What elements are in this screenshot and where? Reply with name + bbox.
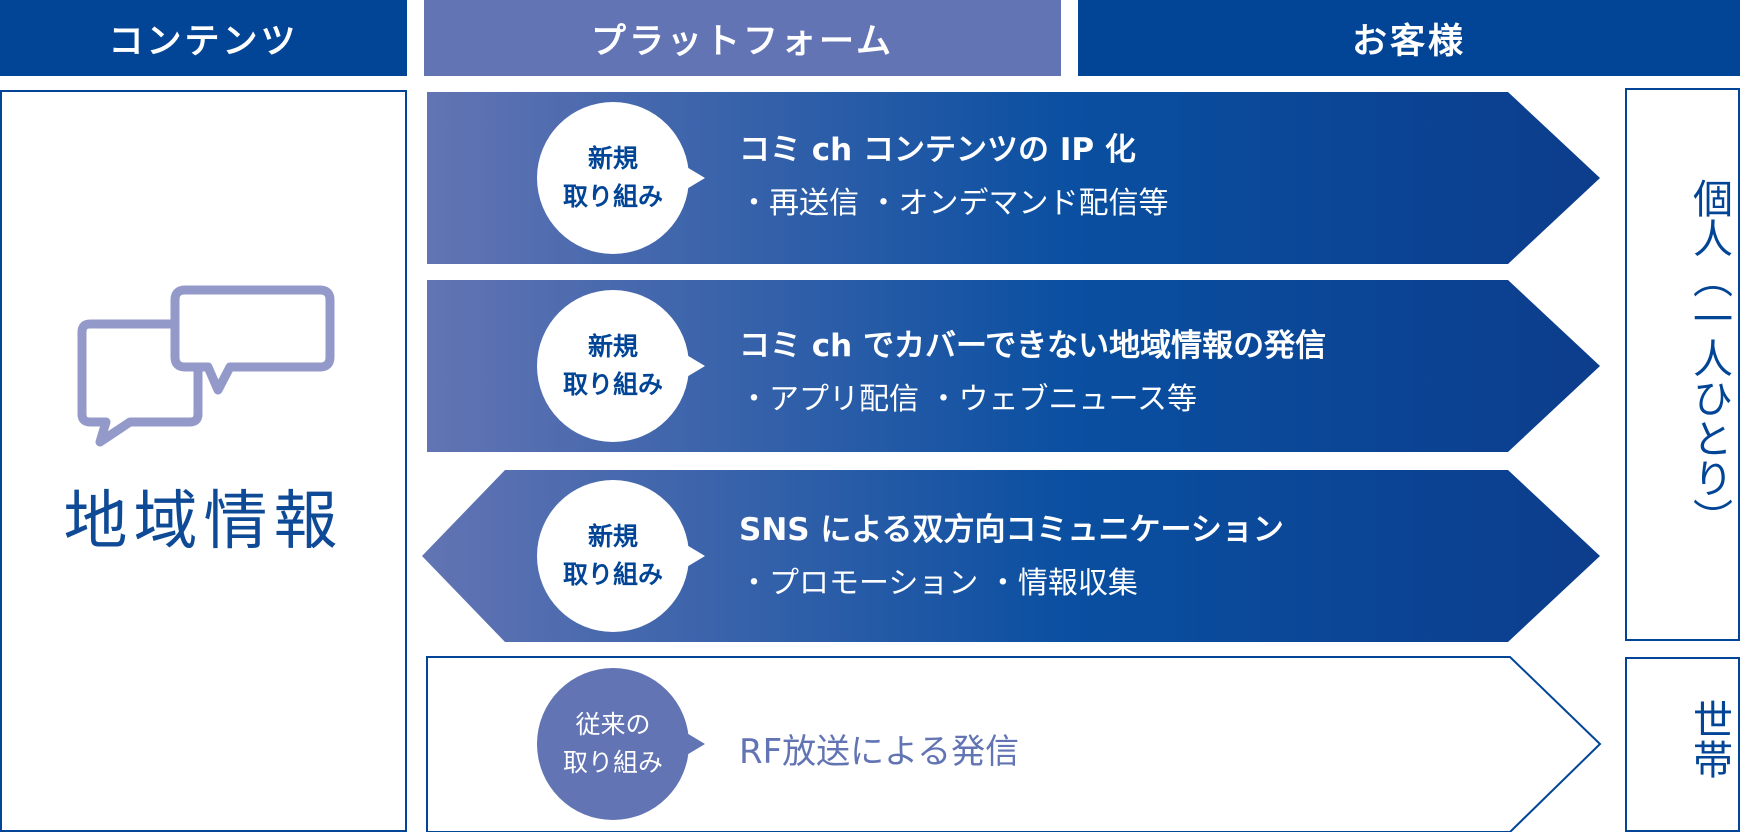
row-3-title: SNS による双方向コミュニケーション bbox=[739, 512, 1284, 548]
customer-individual-box: 個人（一人ひとり） bbox=[1625, 88, 1740, 641]
row-2-text: コミ ch でカバーできない地域情報の発信 ・アプリ配信 ・ウェブニュース等 bbox=[739, 326, 1326, 420]
badge-new-2: 新規取り組み bbox=[537, 290, 705, 442]
row-3-text: SNS による双方向コミュニケーション ・プロモーション ・情報収集 bbox=[739, 510, 1284, 604]
content-box bbox=[0, 90, 407, 832]
row-1-sub: ・再送信 ・オンデマンド配信等 bbox=[739, 186, 1169, 221]
row-3-sub: ・プロモーション ・情報収集 bbox=[739, 566, 1138, 601]
badge-new-3: 新規取り組み bbox=[537, 480, 705, 632]
badge-new-1: 新規取り組み bbox=[537, 102, 705, 254]
arrow-row-1 bbox=[427, 92, 1600, 264]
customer-individual-label: 個人（一人ひとり） bbox=[1686, 178, 1732, 538]
row-2-sub: ・アプリ配信 ・ウェブニュース等 bbox=[739, 382, 1198, 417]
header-platform: プラットフォーム bbox=[424, 0, 1061, 76]
speech-bubbles-icon bbox=[77, 285, 335, 447]
badge-traditional: 従来の取り組み bbox=[537, 668, 705, 820]
row-4-title: RF放送による発信 bbox=[739, 732, 1020, 772]
row-2-title: コミ ch でカバーできない地域情報の発信 bbox=[739, 328, 1327, 364]
arrow-row-2 bbox=[427, 280, 1600, 452]
customer-household-box: 世帯 bbox=[1625, 657, 1740, 832]
row-1-text: コミ ch コンテンツの IP 化 ・再送信 ・オンデマンド配信等 bbox=[739, 130, 1169, 224]
arrow-row-3 bbox=[422, 470, 1600, 642]
arrow-row-4 bbox=[426, 656, 1602, 832]
customer-household-label: 世帯 bbox=[1686, 699, 1732, 779]
row-1-title: コミ ch コンテンツの IP 化 bbox=[739, 132, 1136, 168]
header-content: コンテンツ bbox=[0, 0, 407, 76]
header-customer: お客様 bbox=[1078, 0, 1740, 76]
content-title: 地域情報 bbox=[63, 485, 344, 559]
